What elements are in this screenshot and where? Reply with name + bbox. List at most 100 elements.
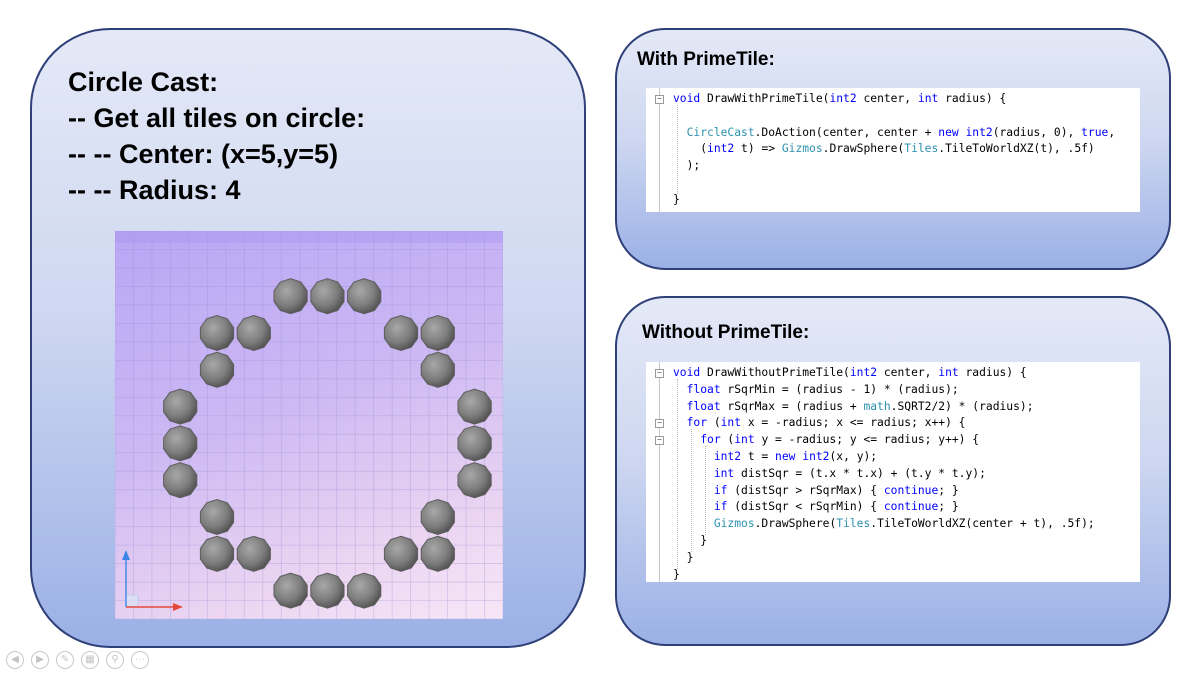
code-keyword: new bbox=[938, 125, 959, 139]
code-text: , bbox=[1108, 125, 1116, 139]
code-text: radius) { bbox=[958, 366, 1027, 379]
code-keyword: new bbox=[775, 450, 796, 463]
code-keyword: for bbox=[686, 416, 708, 430]
tile-sphere bbox=[236, 314, 271, 352]
code-text: (distSqr > rSqrMax) { bbox=[727, 483, 884, 497]
code-keyword: void bbox=[673, 366, 701, 379]
tile-sphere bbox=[236, 535, 271, 572]
code-text: t = bbox=[741, 450, 776, 463]
code-keyword: int2 bbox=[707, 142, 735, 156]
next-icon[interactable]: ▶ bbox=[31, 651, 49, 669]
collapse-icon[interactable]: − bbox=[655, 369, 664, 378]
code-text: .DrawSphere( bbox=[754, 517, 837, 531]
indent-guide bbox=[705, 446, 706, 535]
collapse-icon[interactable]: − bbox=[655, 436, 664, 446]
code-text: t) => bbox=[734, 142, 782, 156]
code-keyword: float bbox=[686, 399, 721, 413]
without-primetile-panel: Without PrimeTile: void DrawWithoutPrime… bbox=[615, 296, 1171, 646]
code-text: ); bbox=[673, 159, 701, 173]
code-text bbox=[673, 416, 687, 429]
code-keyword: int bbox=[938, 366, 959, 379]
tile-sphere bbox=[163, 462, 198, 499]
tile-sphere bbox=[199, 314, 235, 352]
code-text: DrawWithPrimeTile( bbox=[700, 92, 830, 105]
code-text: .DrawSphere( bbox=[822, 142, 905, 156]
code-keyword: int bbox=[734, 433, 755, 447]
with-primetile-code[interactable]: void DrawWithPrimeTile(int2 center, int … bbox=[646, 88, 1140, 212]
with-primetile-panel: With PrimeTile: void DrawWithPrimeTile(i… bbox=[615, 28, 1171, 270]
indent-guide bbox=[677, 105, 678, 194]
tile-sphere bbox=[420, 314, 455, 352]
code-text bbox=[673, 517, 714, 530]
code-line: ); bbox=[673, 158, 701, 174]
code-text bbox=[673, 400, 687, 413]
code-line: } bbox=[673, 550, 694, 566]
code-keyword: int bbox=[713, 466, 735, 480]
previous-icon[interactable]: ◀ bbox=[6, 651, 24, 669]
tile-sphere bbox=[383, 535, 419, 572]
without-primetile-code[interactable]: void DrawWithoutPrimeTile(int2 center, i… bbox=[646, 362, 1140, 582]
x-axis-arrow bbox=[173, 603, 183, 611]
code-keyword: continue bbox=[883, 483, 939, 497]
code-keyword: float bbox=[686, 382, 721, 396]
code-text: ; } bbox=[938, 500, 959, 514]
code-text: x = -radius; x <= radius; x++) { bbox=[741, 416, 966, 430]
tile-sphere bbox=[457, 425, 492, 462]
code-text: rSqrMax = (radius + bbox=[720, 399, 864, 413]
tile-sphere bbox=[383, 314, 419, 352]
circle-cast-description: Circle Cast: -- Get all tiles on circle:… bbox=[68, 64, 365, 208]
code-line: void DrawWithoutPrimeTile(int2 center, i… bbox=[673, 365, 1027, 381]
tile-sphere bbox=[420, 535, 455, 572]
code-line: (int2 t) => Gizmos.DrawSphere(Tiles.Tile… bbox=[673, 141, 1095, 157]
tile-sphere bbox=[420, 351, 455, 388]
viewport-top-bar bbox=[115, 231, 503, 243]
code-keyword: for bbox=[700, 433, 721, 447]
code-line: Gizmos.DrawSphere(Tiles.TileToWorldXZ(ce… bbox=[673, 516, 1095, 532]
tile-sphere bbox=[420, 498, 455, 536]
collapse-icon[interactable]: − bbox=[655, 419, 664, 429]
tile-sphere bbox=[457, 462, 492, 499]
code-text: (distSqr < rSqrMin) { bbox=[727, 500, 884, 514]
with-primetile-title: With PrimeTile: bbox=[637, 49, 775, 70]
code-keyword: int2 bbox=[802, 450, 830, 463]
code-text: distSqr = (t.x * t.x) + (t.y * t.y); bbox=[734, 466, 986, 480]
code-text: } bbox=[673, 534, 708, 547]
scene-canvas bbox=[115, 231, 503, 619]
slides-icon[interactable]: ▦ bbox=[81, 651, 99, 669]
without-primetile-title: Without PrimeTile: bbox=[642, 322, 810, 343]
scene-viewport[interactable] bbox=[115, 231, 503, 619]
code-text: center, bbox=[877, 366, 939, 379]
gizmo-plane bbox=[125, 594, 139, 608]
code-text: ( bbox=[673, 142, 708, 156]
code-text: } bbox=[673, 567, 680, 581]
more-icon[interactable]: ⋯ bbox=[131, 651, 149, 669]
code-text: ; } bbox=[938, 483, 959, 497]
zoom-icon[interactable]: ⚲ bbox=[106, 651, 124, 669]
code-text: (x, y); bbox=[829, 450, 878, 463]
tile-sphere bbox=[199, 351, 235, 388]
code-text: } bbox=[673, 192, 680, 206]
tile-sphere bbox=[310, 572, 345, 609]
code-text bbox=[673, 500, 714, 513]
heading-line-4: -- -- Radius: 4 bbox=[68, 175, 241, 205]
collapse-icon[interactable]: − bbox=[655, 95, 664, 104]
tile-sphere bbox=[310, 278, 345, 315]
code-keyword: int2 bbox=[829, 92, 857, 105]
code-text bbox=[673, 484, 714, 497]
code-line: void DrawWithPrimeTile(int2 center, int … bbox=[673, 91, 1006, 107]
code-keyword: true bbox=[1081, 125, 1109, 139]
tile-sphere bbox=[347, 278, 382, 315]
code-type: Gizmos bbox=[713, 517, 755, 531]
code-keyword: int bbox=[720, 416, 742, 430]
circle-cast-panel: Circle Cast: -- Get all tiles on circle:… bbox=[30, 28, 586, 648]
code-text bbox=[673, 126, 687, 139]
heading-line-3: -- -- Center: (x=5,y=5) bbox=[68, 139, 339, 169]
code-keyword: void bbox=[673, 92, 701, 105]
code-keyword: int2 bbox=[849, 366, 878, 379]
pen-icon[interactable]: ✎ bbox=[56, 651, 74, 669]
code-keyword: if bbox=[713, 500, 728, 514]
tile-sphere bbox=[163, 425, 198, 462]
heading-line-1: Circle Cast: bbox=[68, 67, 219, 97]
code-gutter bbox=[659, 88, 661, 212]
code-text: ( bbox=[707, 416, 721, 430]
